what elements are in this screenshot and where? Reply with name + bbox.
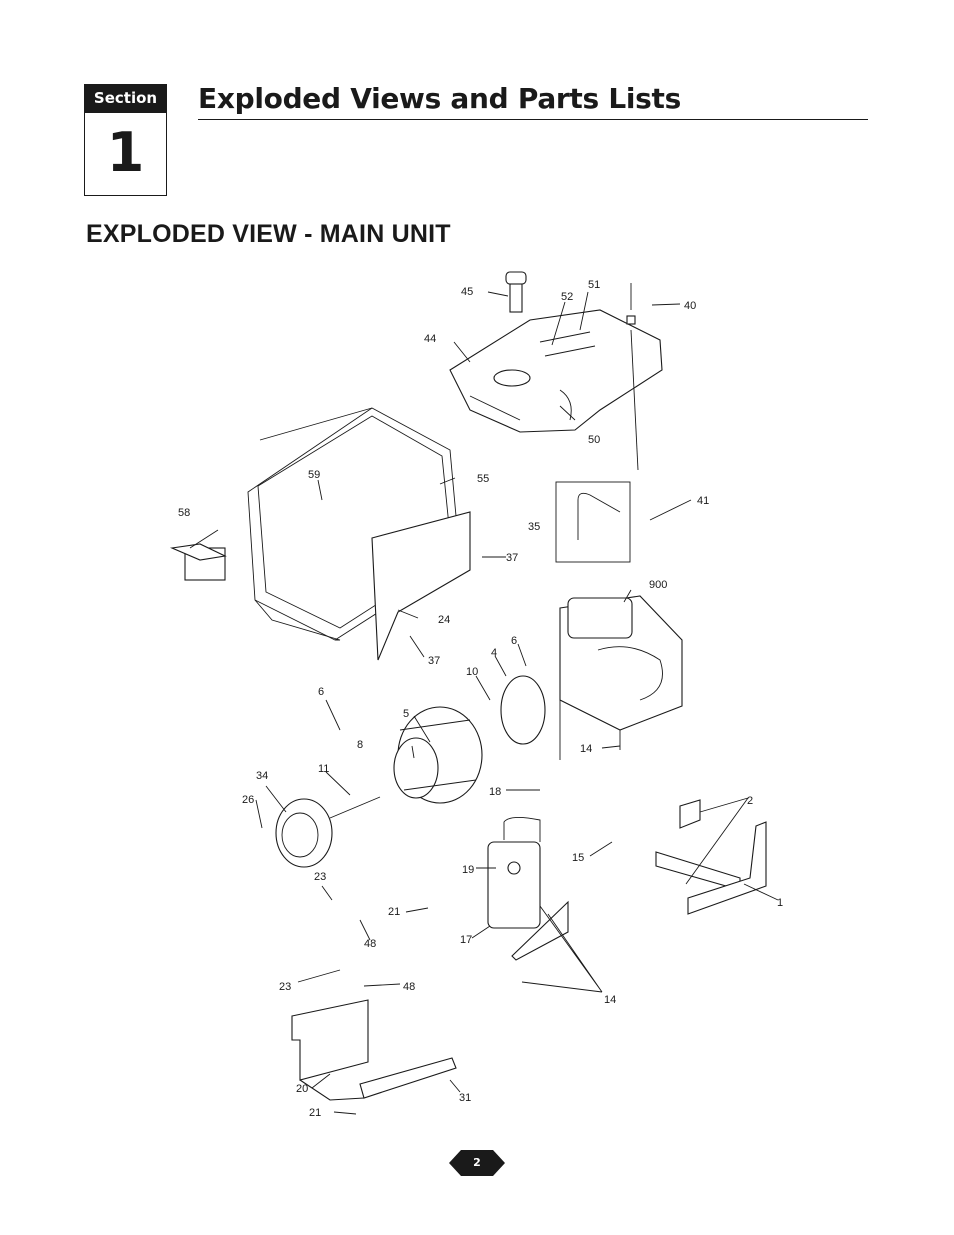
callout-31: 31	[459, 1092, 471, 1104]
callout-labels: 45 52 51 40 44 50 59 55 41 58 35 37 24 9…	[178, 279, 783, 1119]
frame	[169, 407, 461, 641]
callout-6-upper: 6	[511, 635, 517, 647]
callout-4: 4	[491, 647, 497, 659]
callout-37-lower: 37	[428, 655, 440, 667]
callout-55: 55	[477, 473, 489, 485]
callout-21-upper: 21	[388, 906, 400, 918]
stator	[393, 706, 483, 804]
callout-34: 34	[256, 770, 268, 782]
callout-44: 44	[424, 333, 436, 345]
engine-adapter	[500, 675, 546, 745]
support-bracket	[679, 799, 701, 829]
callout-41: 41	[697, 495, 709, 507]
exploded-view-heading: EXPLODED VIEW - MAIN UNIT	[86, 220, 451, 248]
section-label: Section	[85, 85, 166, 113]
page-title: Exploded Views and Parts Lists	[198, 82, 681, 115]
section-tab: Section 1	[84, 84, 167, 196]
callout-14-lower: 14	[604, 994, 616, 1006]
callout-18: 18	[489, 786, 501, 798]
callout-48-upper: 48	[364, 938, 376, 950]
callout-14-upper: 14	[580, 743, 592, 755]
callout-10: 10	[466, 666, 478, 678]
callout-15: 15	[572, 852, 584, 864]
page-number-shape	[449, 1150, 505, 1176]
callout-23-upper: 23	[314, 871, 326, 883]
callout-20: 20	[296, 1083, 308, 1095]
rear-cover	[275, 798, 333, 868]
callout-51: 51	[588, 279, 600, 291]
base-rail	[291, 999, 457, 1101]
callout-1: 1	[777, 897, 783, 909]
through-bolt	[329, 796, 381, 819]
fuel-cap	[505, 271, 527, 313]
fuel-line-inset	[555, 481, 631, 563]
callout-2: 2	[747, 795, 753, 807]
title-rule	[198, 119, 868, 120]
callout-26: 26	[242, 794, 254, 806]
callout-45: 45	[461, 286, 473, 298]
section-number: 1	[106, 121, 145, 184]
callout-37-upper: 37	[506, 552, 518, 564]
engine	[559, 595, 683, 760]
muffler	[487, 817, 541, 929]
callout-23-lower: 23	[279, 981, 291, 993]
leader-lines	[189, 291, 779, 1115]
callout-19: 19	[462, 864, 474, 876]
callout-58: 58	[178, 507, 190, 519]
callout-40: 40	[684, 300, 696, 312]
callout-21-lower: 21	[309, 1107, 321, 1119]
callout-900: 900	[649, 579, 667, 591]
callout-52: 52	[561, 291, 573, 303]
page-number: 2	[473, 1156, 481, 1169]
control-bracket	[371, 511, 471, 661]
page-number-badge: 2	[449, 1150, 505, 1176]
handle	[655, 821, 767, 915]
callout-6-lower: 6	[318, 686, 324, 698]
callout-35: 35	[528, 521, 540, 533]
callout-17: 17	[460, 934, 472, 946]
callout-11: 11	[318, 763, 329, 775]
callout-59: 59	[308, 469, 320, 481]
callout-50: 50	[588, 434, 600, 446]
tank-bolt	[626, 283, 639, 471]
callout-24: 24	[438, 614, 450, 626]
fuel-tank	[449, 309, 663, 433]
callout-5: 5	[403, 708, 409, 720]
callout-8: 8	[357, 739, 363, 751]
muffler-bracket	[511, 900, 569, 961]
callout-48-lower: 48	[403, 981, 415, 993]
